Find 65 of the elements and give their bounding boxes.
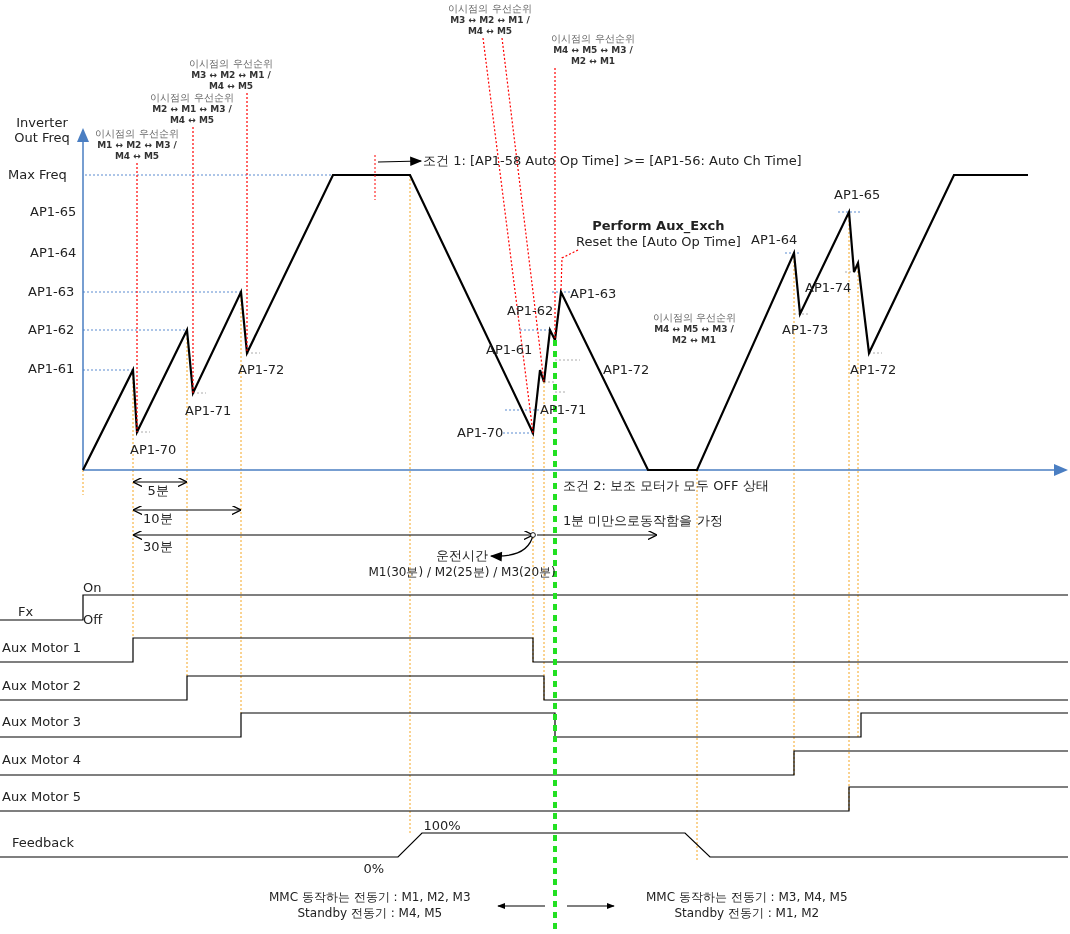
axis-tick-label: AP1-64 (30, 245, 77, 260)
arrow (377, 156, 423, 167)
leader-line (192, 126, 194, 394)
note-heading: 이시점의 우선순위 (189, 58, 273, 70)
text-label: Aux Motor 4 (2, 752, 81, 767)
text-label: 1분 미만으로동작함을 가정 (563, 513, 723, 528)
condition-text: 조건 1: [AP1-58 Auto Op Time] >= [AP1-56: Auto Ch Time] (423, 153, 802, 169)
text-label: 조건 2: 보조 모터가 모두 OFF 상태 (563, 478, 769, 493)
axis-label: Inverter Out Freq (13, 115, 71, 145)
note-heading: 이시점의 우선순위 (150, 92, 234, 104)
axis-tick-label: AP1-62 (28, 322, 75, 337)
note-heading: 이시점의 우선순위 (652, 312, 736, 324)
priority-order: M3 ↔ M2 ↔ M1 / M4 ↔ M5 (449, 15, 531, 37)
priority-order: M2 ↔ M1 ↔ M3 / M4 ↔ M5 (151, 104, 233, 126)
text-label: 10분 (143, 511, 173, 526)
note-heading: 이시점의 우선순위 (551, 33, 635, 45)
text-label: AP1-72 (603, 362, 650, 377)
priority-order: M1 ↔ M2 ↔ M3 / M4 ↔ M5 (96, 140, 178, 162)
leader-line (501, 37, 545, 383)
text-label: AP1-71 (185, 403, 232, 418)
note-text: M1(30분) / M2(25분) / M3(20분) (368, 564, 556, 580)
text-label: Off (83, 612, 103, 627)
leader-line (136, 162, 138, 433)
note-heading: Perform Aux_Exch (591, 218, 726, 234)
note-heading: 이시점의 우선순위 (448, 3, 532, 15)
axis-tick-label: AP1-63 (28, 284, 75, 299)
text-label: MMC 동작하는 전동기 : M3, M4, M5 (646, 890, 848, 904)
text-label: AP1-65 (834, 187, 881, 202)
leader-line (560, 249, 579, 291)
text-label: Standby 전동기 : M4, M5 (297, 906, 443, 920)
text-label: MMC 동작하는 전동기 : M1, M2, M3 (269, 890, 471, 904)
text-label: AP1-64 (751, 232, 798, 247)
text-label: AP1-70 (130, 442, 177, 457)
note-heading: 이시점의 우선순위 (95, 128, 179, 140)
text-label: Aux Motor 1 (2, 640, 81, 655)
text-label: AP1-72 (850, 362, 897, 377)
text-label: Standby 전동기 : M1, M2 (674, 906, 820, 920)
text-label: AP1-62 (507, 303, 554, 318)
note-heading: 운전시간 (436, 548, 489, 564)
text-label: Aux Motor 2 (2, 678, 81, 693)
leader-line (554, 67, 556, 339)
axis-tick-label: AP1-61 (28, 361, 75, 376)
note-text: Reset the [Auto Op Time] (576, 234, 741, 250)
text-label: 100% (423, 818, 461, 833)
text-label: AP1-63 (570, 286, 617, 301)
text-label: Aux Motor 5 (2, 789, 81, 804)
text-label: Fx (18, 604, 34, 619)
axis-tick-label: AP1-65 (30, 204, 77, 219)
text-label: Feedback (12, 835, 74, 850)
text-label: Aux Motor 3 (2, 714, 81, 729)
axis-tick-label: Max Freq (8, 167, 67, 182)
text-label: 30분 (143, 539, 173, 554)
priority-order: M4 ↔ M5 ↔ M3 / M2 ↔ M1 (653, 324, 735, 346)
priority-order: M4 ↔ M5 ↔ M3 / M2 ↔ M1 (552, 45, 634, 67)
arrow (489, 532, 536, 562)
priority-order: M3 ↔ M2 ↔ M1 / M4 ↔ M5 (190, 70, 272, 92)
text-label: On (83, 580, 102, 595)
leader-line (482, 37, 534, 434)
text-label: AP1-73 (782, 322, 829, 337)
text-label: 0% (363, 861, 385, 876)
text-label: AP1-71 (540, 402, 587, 417)
text-label: AP1-72 (238, 362, 285, 377)
text-label: AP1-70 (457, 425, 504, 440)
leader-line (246, 92, 248, 354)
text-label: 5분 (147, 483, 169, 498)
